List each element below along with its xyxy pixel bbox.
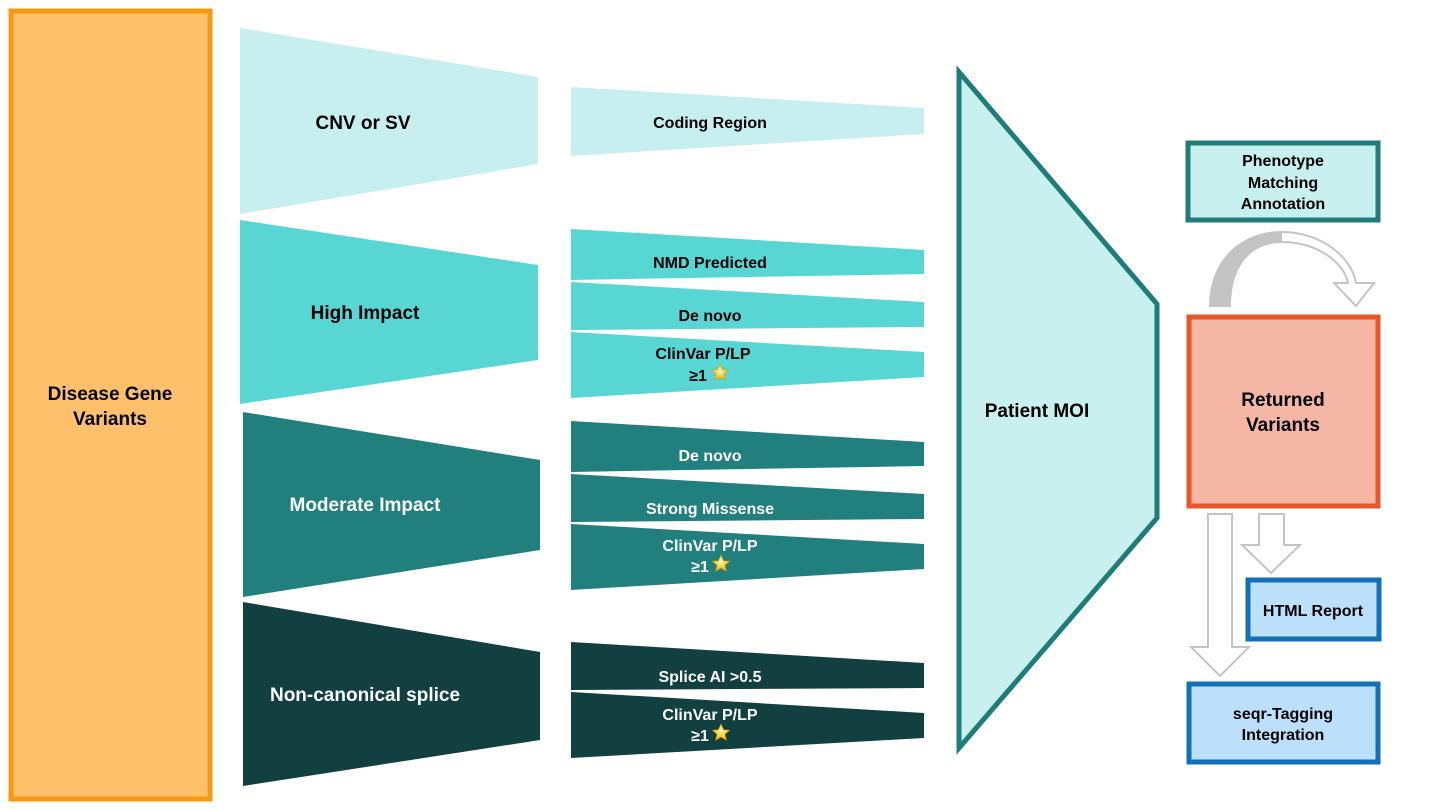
seqr-box [1186, 681, 1381, 765]
category-splice-shape [243, 602, 540, 786]
phenotype-label-line2: Matching [1248, 175, 1318, 192]
filter-label: De novo [678, 308, 741, 325]
category-moderate-label: Moderate Impact [290, 495, 442, 516]
filter-label: Strong Missense [646, 501, 774, 518]
html-report-label: HTML Report [1263, 603, 1364, 620]
returned-variants-box [1186, 314, 1381, 509]
category-splice-label: Non-canonical splice [270, 685, 460, 706]
phenotype-box [1185, 140, 1381, 223]
category-moderate-shape [243, 412, 540, 597]
filter-shape [571, 282, 924, 330]
filter-shape [571, 524, 924, 590]
filter-label: ClinVar P/LP [662, 538, 757, 555]
filter-shape [571, 332, 924, 398]
filter-label: De novo [678, 448, 741, 465]
filter-sublabel: ≥1 [691, 728, 709, 745]
filter-shape [571, 692, 924, 758]
filter-label: ClinVar P/LP [655, 346, 750, 363]
source-box [8, 8, 213, 802]
source-label-line2: Variants [73, 409, 147, 430]
patient-moi-label: Patient MOI [985, 401, 1090, 422]
patient-moi-funnel [956, 65, 1160, 755]
arrow-down-icon [1188, 513, 1252, 678]
seqr-label-line1: seqr-Tagging [1233, 706, 1333, 723]
returned-label-line2: Variants [1246, 415, 1320, 436]
filter-shape [571, 474, 924, 522]
filter-sublabel: ≥1 [691, 559, 709, 576]
star-icon [711, 554, 731, 572]
filter-shape [571, 87, 924, 156]
seqr-label-line2: Integration [1242, 727, 1325, 744]
filter-shape [571, 229, 924, 280]
filter-label: Splice AI >0.5 [658, 669, 761, 686]
filter-label: Coding Region [653, 115, 767, 132]
phenotype-label-line3: Annotation [1241, 196, 1325, 213]
filter-shape [571, 421, 924, 472]
filter-label: ClinVar P/LP [662, 707, 757, 724]
curved-arrow-shade [1210, 232, 1282, 306]
category-high-label: High Impact [311, 303, 420, 324]
html-report-box [1245, 577, 1382, 642]
returned-label-line1: Returned [1241, 390, 1324, 411]
star-icon [710, 363, 730, 381]
star-icon [711, 723, 731, 741]
filter-shape [571, 642, 924, 690]
phenotype-label-line1: Phenotype [1242, 153, 1324, 170]
category-cnv-shape [240, 28, 538, 214]
category-cnv-label: CNV or SV [315, 113, 410, 134]
arrow-down-icon [1239, 513, 1303, 575]
source-label-line1: Disease Gene [48, 384, 173, 405]
filter-label: NMD Predicted [653, 255, 767, 272]
filter-sublabel: ≥1 [689, 368, 707, 385]
category-high-shape [240, 220, 538, 404]
